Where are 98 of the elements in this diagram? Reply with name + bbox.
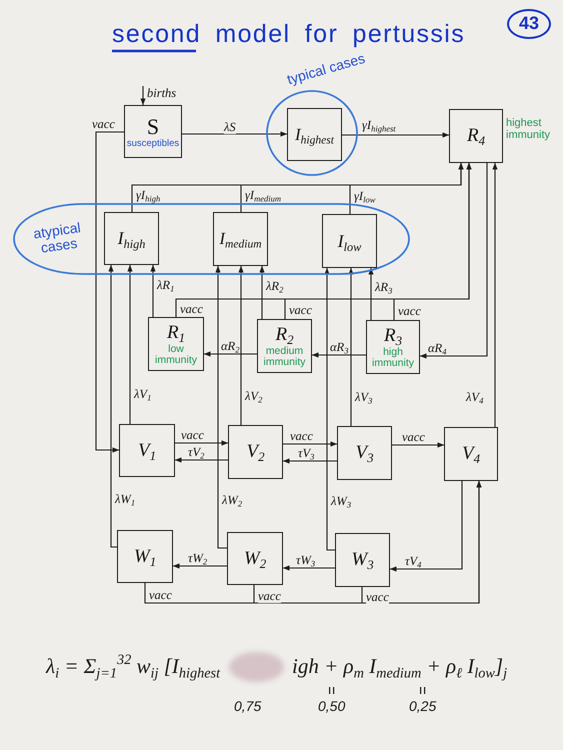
compartment-box: [148, 317, 204, 371]
arrow: [282, 458, 337, 464]
compartment-box: [337, 426, 392, 480]
edge-label: τV$_{3}$: [298, 446, 314, 460]
compartment-box: [257, 319, 312, 373]
compartment-label: I$_{high}$: [118, 228, 146, 249]
edge-label: λR$_{1}$: [157, 278, 174, 292]
handwritten-note: susceptibles: [126, 139, 180, 150]
edge-label: τV$_{2}$: [188, 445, 204, 459]
arrow: [390, 481, 463, 572]
edge-label: λV$_{1}$: [134, 387, 152, 401]
edge-label: γI$_{medium}$: [245, 188, 282, 202]
compartment-label: S: [146, 114, 160, 139]
edge-label: τW$_{3}$: [296, 553, 316, 567]
compartment-box: [287, 108, 342, 161]
compartment-box: [366, 320, 420, 374]
arrow: [150, 264, 156, 317]
edge-label: αR$_{4}$: [428, 341, 446, 355]
compartment-label: W$_{2}$: [244, 548, 266, 570]
edge-label: λV$_{4}$: [466, 390, 484, 404]
compartment-box: [124, 105, 182, 158]
arrow: [312, 352, 366, 358]
arrow: [349, 162, 464, 214]
weight-value: 0,50: [318, 698, 346, 714]
arrow: [361, 480, 482, 604]
handwritten-label: typical cases: [285, 50, 367, 88]
formula: λ$_{i}$ = Σ$_{j=1}$$^{32}$ w$_{ij}$ [I$_{highest}$: [46, 651, 220, 684]
arrow: [420, 163, 488, 359]
compartment-box: [449, 109, 503, 163]
compartment-label: R$_{2}$: [275, 324, 294, 346]
handwritten-label: atypical cases: [31, 218, 83, 258]
edge-label: αR$_{2}$: [221, 339, 240, 353]
arrow: [342, 132, 450, 138]
edge-label: λW$_{2}$: [222, 493, 242, 507]
formula: igh + ρ$_{m}$ I$_{medium}$ + ρ$_{ℓ}$ I$_{low}$]$_{j}$: [292, 653, 508, 684]
edge-label: γI$_{high}$: [136, 188, 160, 202]
compartment-box: [119, 424, 175, 477]
compartment-box: [227, 532, 283, 585]
arrow: [174, 457, 228, 463]
compartment-label: V$_{3}$: [355, 442, 374, 464]
arrow: [283, 441, 338, 447]
compartment-box: [444, 427, 498, 481]
edge-label: λR$_{2}$: [266, 279, 284, 293]
edge-label: λW$_{3}$: [331, 494, 352, 508]
arrow: [492, 162, 498, 427]
edge-label: αR$_{3}$: [330, 340, 348, 354]
arrow: [95, 131, 124, 453]
handwritten-note: medium immunity: [262, 346, 306, 368]
arrow: [393, 162, 472, 320]
weight-value: 0,75: [234, 698, 262, 714]
arrow: [324, 268, 335, 551]
compartment-box: [104, 212, 159, 265]
compartment-label: R$_{1}$: [166, 322, 186, 344]
compartment-box: [322, 214, 377, 268]
arrow: [282, 565, 335, 571]
compartment-label: R$_{4}$: [466, 125, 486, 147]
handwritten-note: low immunity: [154, 344, 198, 366]
compartment-label: R$_{3}$: [384, 325, 402, 347]
compartment-box: [213, 212, 268, 266]
compartment-label: V$_{2}$: [246, 441, 265, 463]
arrow: [348, 268, 354, 426]
edge-label: λV$_{3}$: [355, 390, 372, 404]
compartment-box: [335, 533, 390, 587]
title: second model for pertussis: [112, 19, 466, 49]
compartment-label: I$_{low}$: [338, 230, 362, 252]
edge-label: λS: [224, 120, 236, 134]
arrow: [392, 442, 444, 448]
arrow: [204, 351, 257, 357]
compartment-box: [228, 425, 283, 479]
edge-label: γI$_{highest}$: [362, 118, 396, 132]
arrow: [215, 266, 227, 549]
edge-label: τW$_{2}$: [188, 551, 208, 565]
compartment-box: [117, 530, 173, 583]
arrow: [127, 264, 133, 424]
edge-label: λV$_{2}$: [245, 389, 262, 403]
weight-value: 0,25: [409, 698, 436, 714]
arrow: [175, 440, 228, 446]
compartment-label: V$_{4}$: [462, 443, 480, 465]
arrow: [238, 266, 244, 425]
edge-label: λW$_{1}$: [115, 492, 136, 506]
compartment-label: I$_{medium}$: [219, 229, 262, 249]
compartment-label: I$_{highest}$: [294, 124, 334, 144]
arrow: [108, 264, 117, 548]
edge-label: births: [147, 86, 176, 100]
edge-label: γI$_{low}$: [354, 189, 376, 203]
arrow: [259, 266, 265, 319]
edge-label: λR$_{3}$: [375, 280, 392, 294]
handwritten-note: highest immunity: [506, 117, 552, 142]
page-number: 43: [507, 9, 551, 39]
arrow: [368, 268, 374, 320]
compartment-label: V$_{1}$: [138, 440, 156, 462]
handwritten-note: high immunity: [370, 346, 415, 369]
arrow: [140, 86, 146, 106]
edge-label: τV$_{4}$: [405, 554, 422, 568]
arrow: [172, 563, 227, 569]
compartment-label: W$_{1}$: [134, 546, 156, 568]
compartment-label: W$_{3}$: [351, 549, 374, 571]
arrow: [182, 131, 288, 137]
